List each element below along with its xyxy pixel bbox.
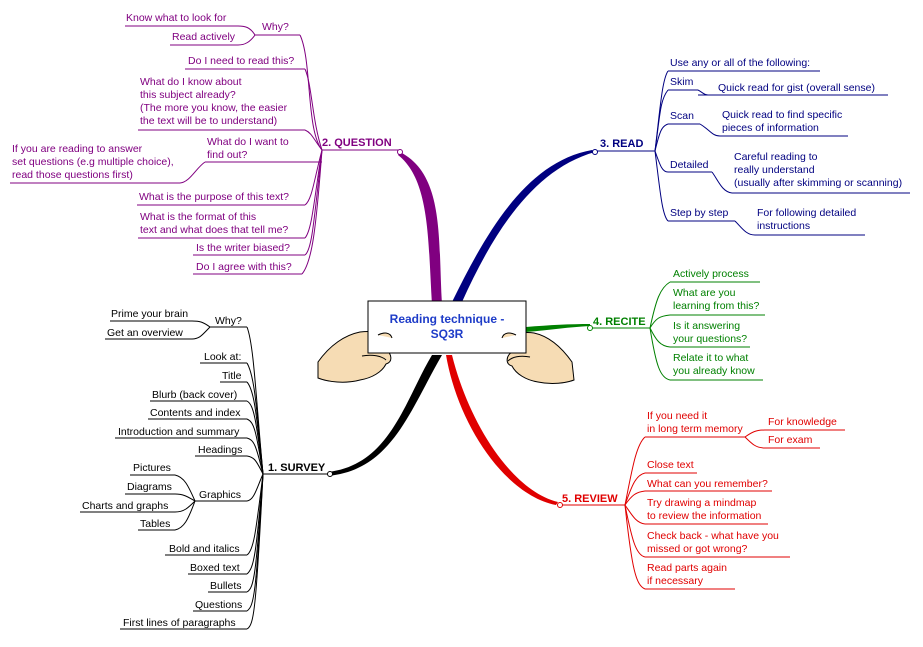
survey-tables-label: Tables (140, 518, 171, 530)
survey-prime-label: Prime your brain (111, 308, 189, 320)
question-branch-label[interactable]: 2. QUESTION (322, 137, 392, 149)
review-read-again-label: Read parts again if necessary (647, 562, 727, 587)
review-connectors (560, 429, 845, 590)
question-format-label: What is the format of this text and what… (140, 211, 289, 236)
survey-boxed-label: Boxed text (190, 562, 240, 574)
read-scan-desc-label: Quick read to find specific pieces of in… (722, 109, 843, 134)
read-connectors (595, 70, 910, 236)
survey-look-at-label: Look at: (204, 351, 242, 363)
recite-process-label: Actively process (673, 268, 749, 280)
read-branch-label[interactable]: 3. READ (600, 138, 644, 150)
recite-relate-label: Relate it to what you already know (673, 352, 755, 377)
read-use-any-label: Use any or all of the following: (670, 57, 811, 69)
read-skim-desc-label: Quick read for gist (overall sense) (718, 82, 875, 94)
recite-branch-label[interactable]: 4. RECITE (593, 316, 646, 328)
survey-title-label: Title (222, 370, 242, 382)
read-step-label: Step by step (670, 207, 729, 219)
survey-questions-label: Questions (195, 599, 243, 611)
survey-pictures-label: Pictures (133, 462, 171, 474)
question-find-out-label: What do I want to find out? (207, 136, 289, 161)
recite-learning-label: What are you learning from this? (673, 287, 760, 312)
question-need-read-label: Do I need to read this? (188, 55, 295, 67)
read-skim-label: Skim (670, 76, 694, 88)
survey-node-dot (327, 471, 333, 477)
review-remember-label: What can you remember? (647, 478, 768, 490)
survey-blurb-label: Blurb (back cover) (152, 389, 238, 401)
center-card (367, 300, 527, 354)
question-node-dot (397, 149, 403, 155)
review-close-text-label: Close text (647, 459, 694, 471)
survey-contents-label: Contents and index (150, 407, 241, 419)
center-title: Reading technique - SQ3R (389, 312, 505, 341)
read-node-dot (592, 149, 598, 155)
survey-bullets-label: Bullets (210, 580, 242, 592)
question-answer-sets-label: If you are reading to answer set questio… (12, 143, 174, 181)
survey-why-label: Why? (215, 315, 242, 327)
recite-connectors (590, 281, 765, 381)
question-purpose-label: What is the purpose of this text? (139, 191, 289, 203)
survey-headings-label: Headings (198, 444, 243, 456)
review-long-term-label: If you need it in long term memory (647, 410, 743, 435)
center-hands-illustration (317, 300, 575, 384)
read-main-branch (452, 150, 595, 302)
survey-overview-label: Get an overview (107, 327, 183, 339)
survey-connectors (80, 320, 330, 630)
read-scan-label: Scan (670, 110, 694, 122)
question-why-know-label: Know what to look for (126, 12, 227, 24)
survey-bold-label: Bold and italics (169, 543, 240, 555)
survey-diagrams-label: Diagrams (127, 481, 172, 493)
review-exam-label: For exam (768, 434, 813, 446)
recite-node-dot (587, 325, 593, 331)
review-branch-label[interactable]: 5. REVIEW (562, 493, 618, 505)
question-connectors (10, 25, 400, 275)
question-agree-label: Do I agree with this? (196, 261, 292, 273)
read-detailed-label: Detailed (670, 159, 709, 171)
survey-graphics-label: Graphics (199, 489, 242, 501)
recite-answering-label: Is it answering your questions? (673, 320, 748, 345)
survey-branch-label[interactable]: 1. SURVEY (268, 462, 326, 474)
review-check-back-label: Check back - what have you missed or got… (647, 530, 779, 555)
survey-intro-label: Introduction and summary (118, 426, 240, 438)
read-detailed-desc-label: Careful reading to really understand (us… (734, 151, 903, 189)
question-why-label: Why? (262, 21, 289, 33)
survey-first-lines-label: First lines of paragraphs (123, 617, 236, 629)
question-already-know-label: What do I know about this subject alread… (140, 76, 288, 127)
survey-main-branch (328, 355, 442, 476)
review-node-dot (557, 502, 563, 508)
review-mindmap-label: Try drawing a mindmap to review the info… (647, 497, 762, 522)
read-step-desc-label: For following detailed instructions (757, 207, 857, 232)
recite-main-branch (526, 324, 590, 332)
review-knowledge-label: For knowledge (768, 416, 837, 428)
question-why-read-label: Read actively (172, 31, 236, 43)
survey-charts-label: Charts and graphs (82, 500, 169, 512)
question-biased-label: Is the writer biased? (196, 242, 290, 254)
question-main-branch (398, 152, 442, 305)
